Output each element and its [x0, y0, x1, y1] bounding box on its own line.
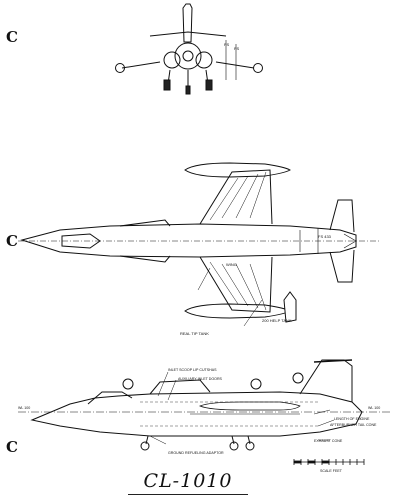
plan-view: REAL TIP TANK 200 HELP TANK WING FS 433 — [18, 162, 380, 336]
plan-view-wing-lower — [199, 256, 273, 313]
plan-view-label-wing: WING — [226, 262, 237, 267]
front-view-wing-right — [215, 61, 255, 69]
front-view-tip-tank-left — [115, 63, 125, 73]
side-view-label-afterburner: AFTERBURNER TAIL CONE — [330, 423, 377, 427]
plan-view-tip-tank-lower — [184, 303, 291, 319]
drawing-title-underline — [128, 494, 248, 495]
drawing-title: CL-1010 — [143, 470, 233, 492]
plan-view-fuselage — [20, 223, 357, 258]
margin-mark-top: C — [6, 28, 18, 46]
side-view-intake — [149, 379, 211, 395]
scale-bar-label: SCALE FEET — [320, 469, 343, 473]
plan-view-wing-upper — [199, 169, 273, 225]
side-view-label-wl-right: WL 100 — [368, 406, 380, 410]
front-view: FS FS — [115, 3, 263, 95]
side-view-main-wheel-2 — [245, 441, 255, 451]
side-view-label-exhaust-cone: EXHAUST CONE — [314, 439, 343, 443]
front-view-tip-tank-right — [253, 63, 263, 73]
front-view-intake-right — [195, 51, 213, 69]
side-view-canopy — [87, 391, 133, 405]
front-view-label-2: FS — [234, 46, 239, 51]
margin-mark-bottom: C — [6, 438, 18, 456]
plan-view-label-fs: FS 433 — [318, 234, 332, 239]
side-view-main-wheel-1 — [229, 441, 239, 451]
side-view-label-engine-length: LENGTH OF ENGINE — [334, 417, 370, 421]
side-view-label-refuel-adaptor: GROUND REFUELING ADAPTOR — [168, 451, 224, 455]
front-view-intake-left — [163, 51, 181, 69]
front-view-label-1: FS — [224, 42, 229, 47]
front-view-fuselage — [174, 42, 202, 70]
scale-bar: SCALE FEET — [293, 459, 365, 473]
side-view-label-inlet-scoop: INLET SCOOP LIP CUTSHAS — [168, 368, 217, 372]
plan-view-tip-tank-upper — [184, 162, 291, 178]
front-view-wing-left — [121, 61, 161, 69]
side-view: INLET SCOOP LIP CUTSHAS AUXILIARY INLET … — [18, 359, 390, 455]
plan-view-label-real-tip-tank: REAL TIP TANK — [180, 331, 209, 336]
side-view-label-wl-left: WL 100 — [18, 406, 30, 410]
margin-mark-middle: C — [6, 232, 18, 250]
side-view-nose-wheel — [140, 441, 150, 451]
front-view-fin — [182, 3, 193, 43]
front-view-gear-left — [163, 79, 171, 91]
plan-view-label-help-tank: 200 HELP TANK — [262, 318, 292, 323]
side-view-fuselage — [30, 391, 363, 437]
front-view-gear-right — [205, 79, 213, 91]
plan-view-htail-lower — [329, 249, 355, 283]
side-view-label-aux-inlet: AUXILIARY INLET DOORS — [178, 377, 223, 381]
plan-view-htail-upper — [329, 199, 355, 233]
